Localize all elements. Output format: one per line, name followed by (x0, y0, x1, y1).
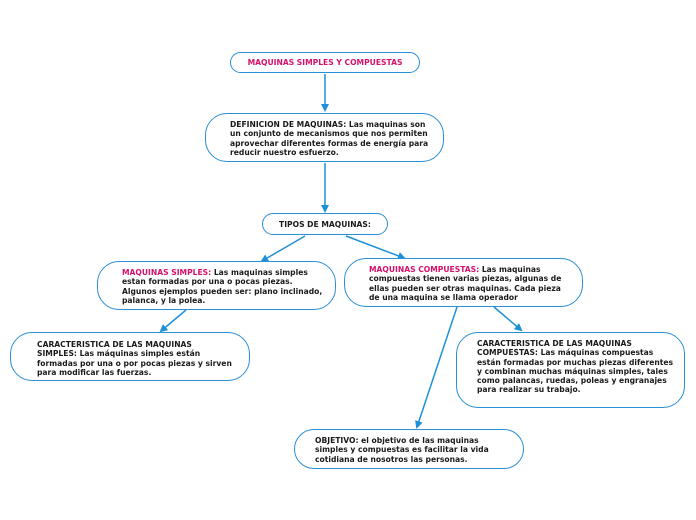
node-caract-simples-text: CARACTERISTICA DE LAS MAQUINAS SIMPLES: … (37, 340, 232, 377)
node-simples[interactable]: MAQUINAS SIMPLES: Las maquinas simples e… (97, 261, 336, 310)
node-title[interactable]: MAQUINAS SIMPLES Y COMPUESTAS (230, 52, 420, 73)
node-definicion[interactable]: DEFINICION DE MAQUINAS: Las maquinas son… (205, 113, 444, 162)
node-tipos-text: TIPOS DE MAQUINAS: (279, 220, 371, 229)
node-objetivo-text: OBJETIVO: el objetivo de las maquinas si… (315, 436, 489, 464)
node-compuestas-label: MAQUINAS COMPUESTAS: (369, 265, 480, 274)
node-caract-compuestas-text: CARACTERISTICA DE LAS MAQUINAS COMPUESTA… (477, 339, 674, 395)
node-caract-compuestas[interactable]: CARACTERISTICA DE LAS MAQUINAS COMPUESTA… (456, 332, 685, 408)
node-tipos[interactable]: TIPOS DE MAQUINAS: (262, 213, 388, 235)
arrow-compuestas-to-objetivo (415, 306, 458, 429)
node-caract-simples[interactable]: CARACTERISTICA DE LAS MAQUINAS SIMPLES: … (10, 332, 250, 381)
arrow-tipos-to-compuestas (345, 235, 406, 260)
node-definicion-text: DEFINICION DE MAQUINAS: Las maquinas son… (230, 120, 429, 157)
node-objetivo[interactable]: OBJETIVO: el objetivo de las maquinas si… (294, 429, 524, 469)
node-compuestas[interactable]: MAQUINAS COMPUESTAS: Las maquinas compue… (344, 258, 583, 307)
node-simples-text: Las maquinas simples estan formadas por … (122, 268, 323, 305)
node-title-text: MAQUINAS SIMPLES Y COMPUESTAS (247, 58, 403, 67)
node-simples-label: MAQUINAS SIMPLES: (122, 268, 212, 277)
arrow-compuestas-to-caract (493, 306, 523, 332)
arrow-simples-to-caract (159, 309, 187, 333)
arrow-tipos-to-simples (260, 235, 306, 263)
node-compuestas-text: Las maquinas compuestas tienen varias pi… (369, 265, 562, 302)
